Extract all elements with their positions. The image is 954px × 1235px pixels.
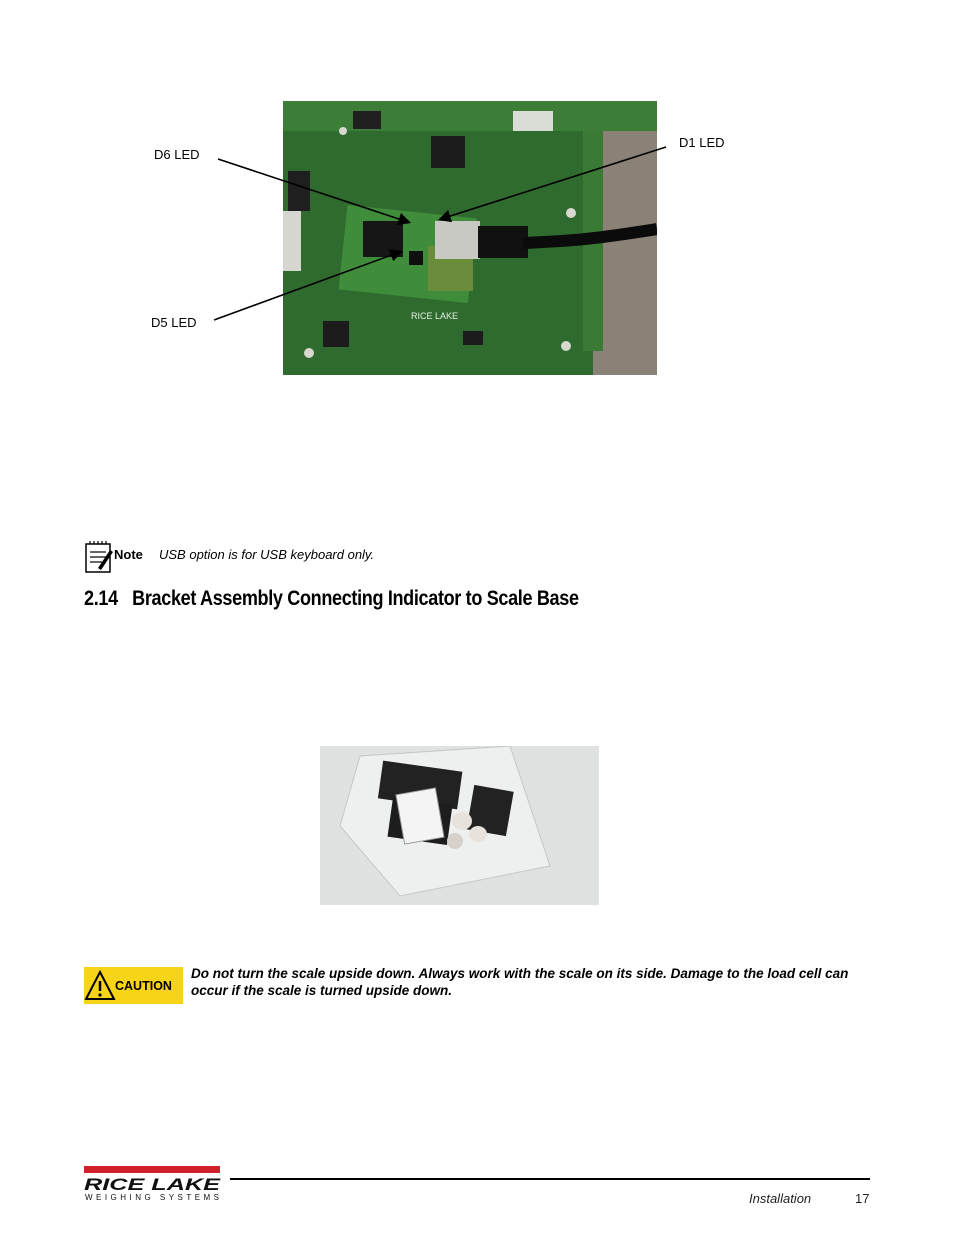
svg-text:RICE LAKE: RICE LAKE bbox=[411, 311, 458, 321]
svg-text:WEIGHING SYSTEMS: WEIGHING SYSTEMS bbox=[85, 1193, 219, 1202]
note-text: USB option is for USB keyboard only. bbox=[159, 547, 375, 562]
caution-text: Do not turn the scale upside down. Alway… bbox=[191, 966, 849, 998]
section-title: Bracket Assembly Connecting Indicator to… bbox=[132, 587, 579, 610]
svg-text:CAUTION: CAUTION bbox=[115, 979, 172, 993]
rice-lake-logo: RICE LAKE WEIGHING SYSTEMS bbox=[84, 1166, 221, 1202]
caution-badge: CAUTION bbox=[84, 967, 183, 1004]
svg-text:RICE LAKE: RICE LAKE bbox=[84, 1175, 221, 1194]
d1-led-label: D1 LED bbox=[679, 135, 725, 150]
footer-section-name: Installation bbox=[749, 1191, 812, 1206]
note-icon: Note bbox=[85, 541, 143, 573]
footer-page-number: 17 bbox=[855, 1191, 870, 1206]
svg-text:Note: Note bbox=[114, 547, 143, 562]
d6-led-label: D6 LED bbox=[154, 147, 200, 162]
d5-led-label: D5 LED bbox=[151, 315, 197, 330]
bracket-kit-photo bbox=[320, 746, 599, 905]
section-heading: 2.14 Bracket Assembly Connecting Indicato… bbox=[84, 587, 579, 611]
section-number: 2.14 bbox=[84, 587, 118, 610]
usb-board-photo: RICE LAKE bbox=[283, 101, 657, 375]
footer-rule bbox=[230, 1178, 870, 1180]
